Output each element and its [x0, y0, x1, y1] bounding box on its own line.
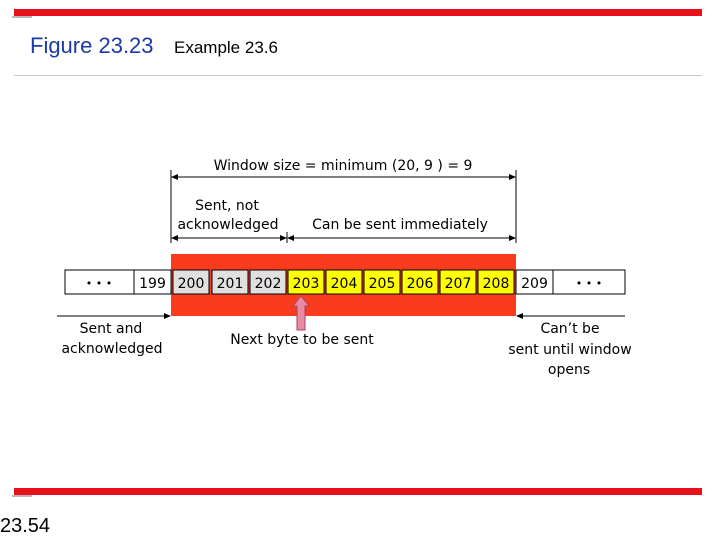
sent-ack-label-line1: Sent and — [80, 321, 143, 337]
byte-number: 201 — [217, 276, 244, 292]
window-size-label: Window size = minimum (20, 9 ) = 9 — [214, 158, 473, 174]
sent-ack-label-line2: acknowledged — [61, 341, 162, 357]
cant-send-arrow-head — [516, 313, 523, 319]
byte-number: 203 — [293, 276, 320, 292]
byte-cell — [133, 269, 172, 295]
sent-not-ack-label-line2: acknowledged — [177, 217, 278, 233]
byte-cell — [287, 269, 325, 295]
top-rule-shadow — [12, 16, 32, 18]
slide-subtitle: Example 23.6 — [174, 38, 278, 57]
byte-number: 202 — [255, 276, 282, 292]
byte-cell — [477, 269, 515, 295]
left-ellipsis: • • • — [86, 277, 112, 290]
byte-cell-right-ellipsis — [552, 269, 626, 295]
byte-cell — [515, 269, 554, 295]
byte-cell — [401, 269, 439, 295]
byte-cell — [439, 269, 477, 295]
sent-not-ack-arrow-right-head — [280, 235, 287, 241]
byte-number: 207 — [445, 276, 472, 292]
window-size-arrow-right-head — [509, 174, 516, 180]
sent-ack-arrow-head — [164, 313, 171, 319]
byte-number: 204 — [331, 276, 358, 292]
byte-cell — [249, 269, 287, 295]
cant-send-label-line2: sent until window — [508, 342, 631, 358]
sent-not-ack-arrow-left-head — [171, 235, 178, 241]
sent-not-ack-label-line1: Sent, not — [195, 198, 259, 214]
byte-cell — [363, 269, 401, 295]
bottom-rule-shadow — [12, 495, 32, 497]
byte-number: 206 — [407, 276, 434, 292]
byte-number: 208 — [483, 276, 510, 292]
cant-send-label-line3: opens — [548, 362, 590, 378]
window-size-arrow-left-head — [171, 174, 178, 180]
can-send-label: Can be sent immediately — [312, 217, 488, 233]
byte-number: 209 — [521, 276, 548, 292]
right-ellipsis: • • • — [576, 277, 602, 290]
cant-send-label-line1: Can’t be — [540, 321, 599, 337]
can-send-arrow-right-head — [509, 235, 516, 241]
next-byte-label: Next byte to be sent — [230, 332, 374, 348]
top-rule — [14, 9, 702, 16]
byte-cell — [325, 269, 363, 295]
byte-number: 199 — [139, 276, 166, 292]
slide-title: Figure 23.23 — [30, 33, 154, 58]
bottom-rule — [14, 488, 702, 495]
slide-number: 23.54 — [0, 515, 51, 537]
can-send-arrow-left-head — [287, 235, 294, 241]
byte-cell — [211, 269, 249, 295]
next-byte-pointer-arrow — [291, 295, 311, 331]
byte-number: 205 — [369, 276, 396, 292]
title-underline — [14, 75, 702, 76]
byte-number: 200 — [178, 276, 205, 292]
byte-cell — [172, 269, 210, 295]
